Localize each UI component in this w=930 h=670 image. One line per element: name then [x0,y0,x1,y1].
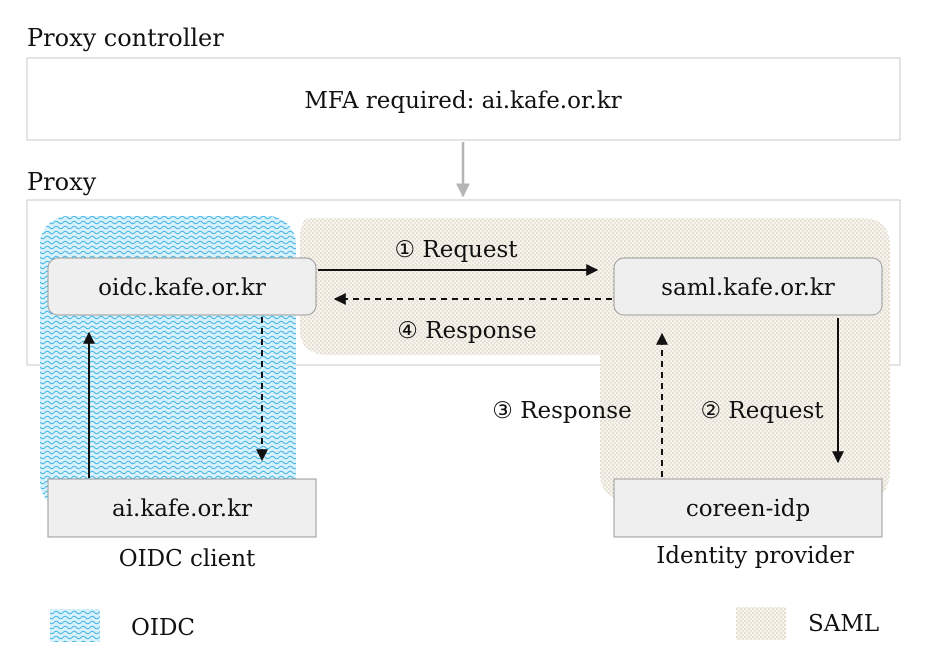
oidc-client-node [47,478,317,538]
oidc-proxy-label: oidc.kafe.or.kr [98,275,266,301]
legend-oidc-swatch [50,609,100,642]
legend-saml-label: SAML [808,611,879,637]
oidc-client-label: ai.kafe.or.kr [112,496,252,522]
arrow-request-1-label: ① Request [394,237,518,263]
saml-proxy-node [613,257,883,316]
arrow-response-3-label: ③ Response [492,398,631,424]
controller-title: Proxy controller [27,24,224,52]
oidc-client-caption: OIDC client [119,546,256,572]
legend-saml-swatch [736,607,786,640]
idp-node [613,478,883,538]
arrow-request-2-label: ② Request [700,398,824,424]
oidc-proxy-node [47,257,317,316]
legend-oidc-label: OIDC [131,615,195,641]
idp-label: coreen-idp [686,496,810,522]
controller-box [26,57,901,141]
controller-rule: MFA required: ai.kafe.or.kr [304,88,621,114]
saml-proxy-label: saml.kafe.or.kr [661,275,835,301]
idp-caption: Identity provider [656,543,854,569]
arrow-response-4-label: ④ Response [397,318,536,344]
proxy-title: Proxy [27,168,97,196]
